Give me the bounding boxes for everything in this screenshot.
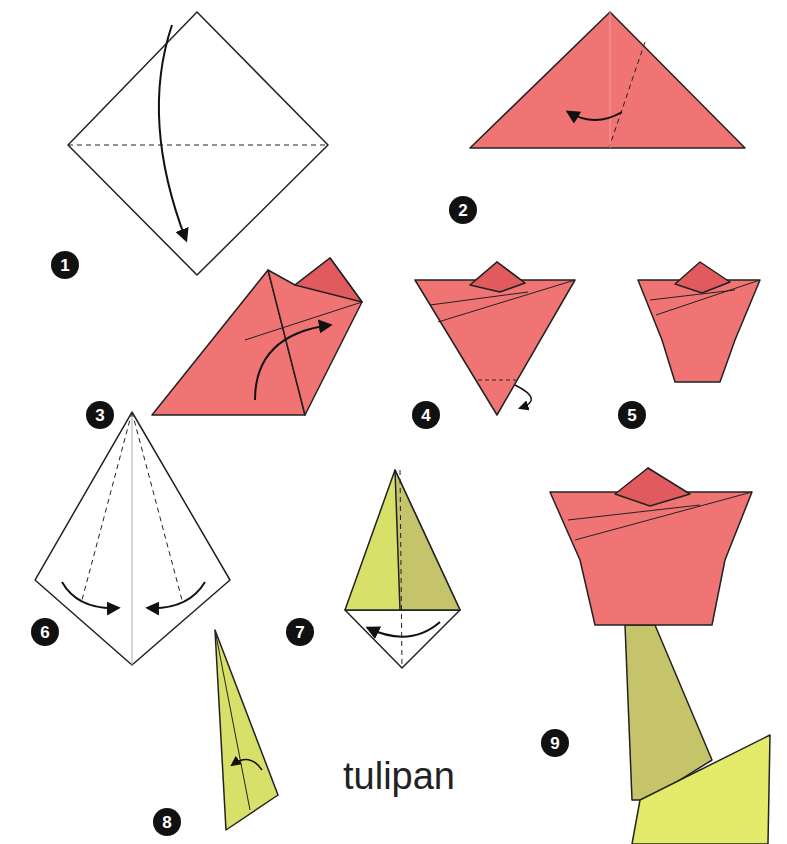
step-number: 9 [550, 735, 559, 752]
step-number: 2 [458, 202, 467, 219]
step-number: 6 [40, 624, 49, 641]
step-1-square [68, 12, 328, 275]
step-number-circle: 4 [412, 401, 440, 429]
step-6-square [35, 412, 230, 665]
step-number-circle: 7 [286, 618, 314, 646]
step-4-fold [415, 262, 575, 415]
step-2-triangle [470, 12, 745, 148]
step-number-circle: 6 [31, 618, 59, 646]
step-number-circle: 8 [153, 808, 181, 836]
step-number: 7 [295, 624, 304, 641]
title-label: tulipan [343, 757, 455, 795]
step-number: 5 [627, 407, 636, 424]
step-number-circle: 9 [541, 729, 569, 757]
step-number-circle: 3 [86, 401, 114, 429]
step-3-fold [152, 258, 362, 415]
step-number-circle: 1 [51, 251, 79, 279]
step-number: 8 [162, 814, 171, 831]
step-number-circle: 5 [618, 401, 646, 429]
step-7-kite [345, 470, 460, 668]
step-number: 4 [421, 407, 430, 424]
step-number: 1 [60, 257, 69, 274]
step-5-bloom [638, 262, 760, 382]
step-9-tulip [550, 468, 770, 844]
step-number-circle: 2 [449, 196, 477, 224]
step-number: 3 [95, 407, 104, 424]
step-8-stem [215, 630, 278, 830]
